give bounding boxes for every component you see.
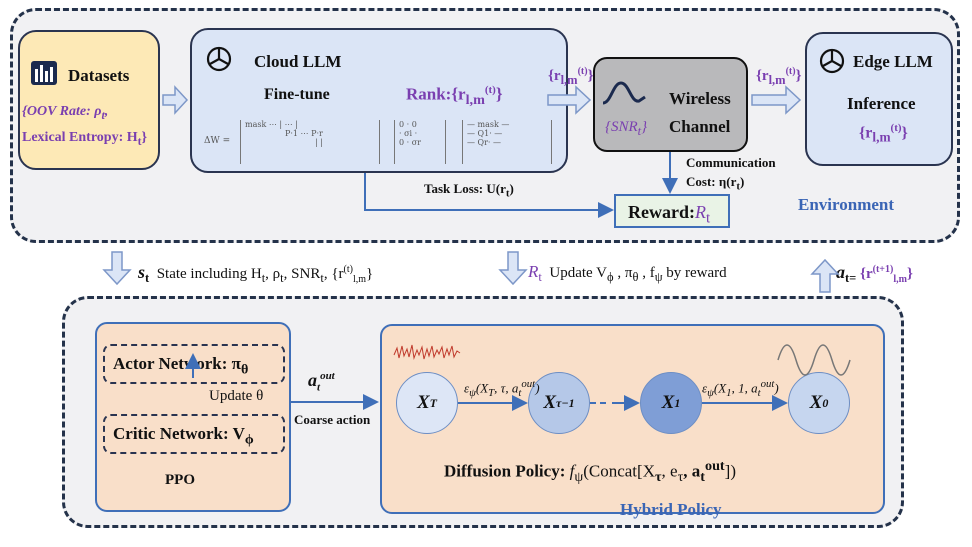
state-down-arrow [102,251,132,286]
channel-label: Channel [669,117,731,136]
reward-down-arrow [498,251,528,286]
edge-llm-title: Edge LLM [853,52,933,71]
environment-label: Environment [798,195,895,214]
reward-label: Reward:Rt [628,202,711,227]
wireless-label: Wireless [669,89,731,108]
epsilon-label-1: εψ(XT, τ, atout) [464,378,540,399]
cloud-llm-title: Cloud LLM [254,52,342,71]
edge-rank-label: {rl,m(t)} [859,122,908,145]
fine-tune-label: Fine-tune [264,86,330,103]
coarse-action-label: Coarse action [294,412,371,427]
diffusion-policy-label: Diffusion Policy: fψ(Concat[Xτ, eτ, atou… [444,458,736,486]
wireless-channel-box: Wireless Channel {SNRt} [593,57,748,152]
reward-box: Reward:Rt [614,194,730,228]
openai-icon [819,48,845,74]
ppo-label: PPO [165,472,195,488]
lexical-entropy-label: Lexical Entropy: Ht} [22,130,148,148]
wave-icon [602,81,646,105]
snr-label: {SNRt} [605,119,648,138]
update-label: Rt Update Vϕ , πθ , fψ by reward [528,262,727,284]
critic-network-label: Critic Network: Vϕ [113,424,254,448]
datasets-box: Datasets {OOV Rate: ρt, Lexical Entropy:… [18,30,160,170]
cost-formula-label: Cost: η(rt) [686,174,745,193]
channel-to-edge-rank: {rl,m(t)} [756,66,802,87]
cloud-to-channel-rank: {rl,m(t)} [548,66,594,87]
datasets-title: Datasets [68,66,130,85]
hybrid-policy-label: Hybrid Policy [620,500,722,519]
channel-to-edge-arrow [751,85,802,115]
clean-signal-icon [777,344,851,376]
inference-label: Inference [847,94,916,113]
task-loss-label: Task Loss: U(rt) [424,181,514,200]
action-label: at= {r(t+1)l,m} [836,262,913,285]
critic-network: Critic Network: Vϕ [103,414,285,454]
coarse-action-var: atout [308,370,335,394]
openai-icon [206,46,232,72]
edge-llm-box: Edge LLM Inference {rl,m(t)} [805,32,953,166]
actor-network-label: Actor Network: πθ [113,354,249,378]
update-theta-label: Update θ [209,388,264,404]
actor-network: Actor Network: πθ [103,344,285,384]
rank-label: Rank:{rl,m(t)} [406,84,503,109]
bar-chart-icon [31,61,57,85]
epsilon-label-2: εψ(X1, 1, atout) [702,378,779,399]
communication-cost-label: Communication [686,155,776,170]
cloud-to-channel-arrow [547,85,592,115]
datasets-to-cloud-arrow [162,85,189,115]
noise-signal-icon [393,344,461,360]
cloud-llm-box: Cloud LLM Fine-tune Rank:{rl,m(t)} ΔW = … [190,28,568,173]
task-loss-connector [364,173,614,218]
state-label: st State including Ht, ρt, SNRt, {r(t)l,… [138,262,374,285]
action-up-arrow [810,258,840,293]
oov-rate-label: {OOV Rate: ρt, [22,104,109,122]
